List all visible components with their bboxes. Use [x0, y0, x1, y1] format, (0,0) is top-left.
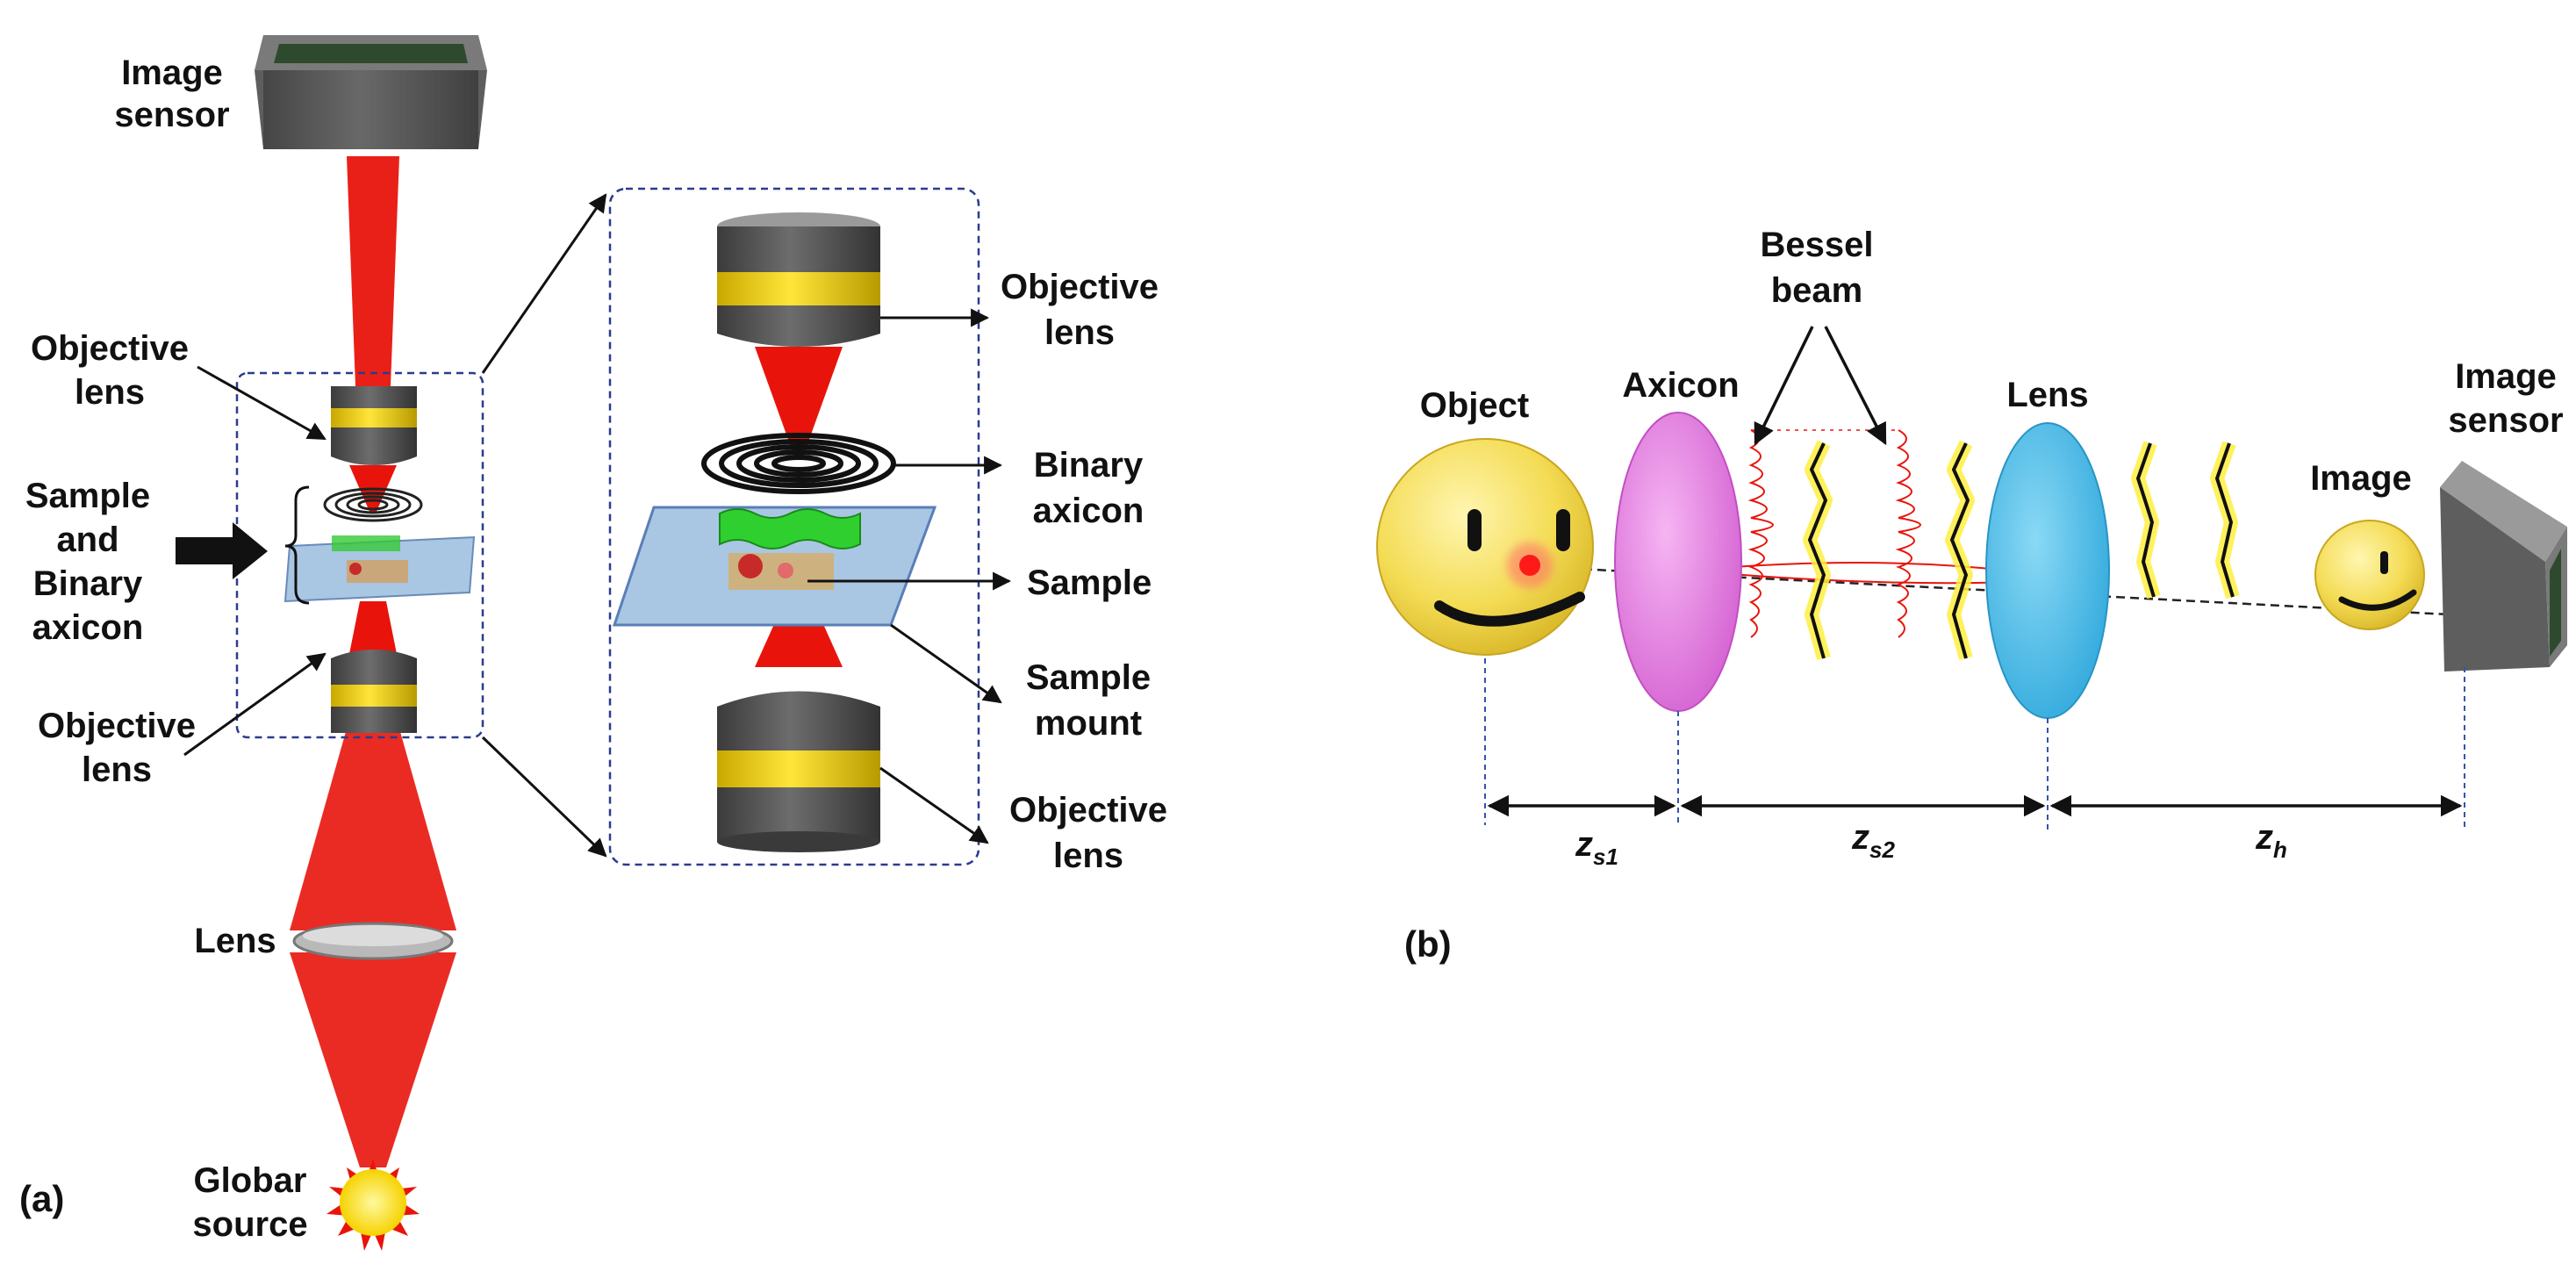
label-bessel-l2: beam: [1771, 271, 1863, 310]
label-zoom-objective-bottom-l1: Objective: [1009, 791, 1167, 830]
lens-a: [292, 922, 454, 960]
binary-axicon-a: [323, 487, 423, 522]
axicon-element: [1614, 412, 1742, 712]
arrow-objective-bottom-a: [183, 652, 326, 757]
label-zh-sub: h: [2273, 837, 2287, 863]
label-objective-bottom-a-l1: Objective: [38, 707, 196, 745]
sample-slide-a: [283, 535, 476, 603]
label-sample-binary-l3: Binary: [33, 564, 143, 603]
label-sample-binary-l4: axicon: [32, 608, 144, 647]
objective-lens-a-bottom: [331, 650, 417, 733]
arrow-zoom-sample-mount: [890, 623, 1002, 704]
lens-element-b: [1985, 422, 2110, 719]
label-image: Image: [2310, 459, 2412, 498]
arrow-zoom-objective-bottom: [879, 766, 989, 844]
objective-lens-a-top: [331, 386, 417, 465]
label-globar-l2: source: [192, 1205, 307, 1244]
beam-path-a: [290, 156, 456, 1167]
bessel-profiles: [1747, 429, 1921, 638]
label-zoom-binary-axicon-l1: Binary: [1034, 446, 1144, 485]
label-zoom-objective-top-l1: Objective: [1001, 268, 1159, 306]
label-object: Object: [1420, 386, 1529, 425]
label-zoom-sample-mount-l1: Sample: [1026, 658, 1151, 697]
image-smiley: [2314, 520, 2425, 630]
sample-brace: [284, 485, 310, 605]
object-smiley: [1376, 438, 1594, 656]
globar-source-icon: [326, 1159, 420, 1251]
label-bessel-l1: Bessel: [1761, 226, 1874, 264]
panel-b-tag: (b): [1404, 923, 1452, 965]
svg-text:zs2: zs2: [1851, 818, 1895, 863]
zoom-connector-top: [481, 193, 607, 374]
label-objective-bottom-a-l2: lens: [82, 750, 152, 789]
panel-a-tag: (a): [19, 1178, 64, 1219]
label-sample-binary-l2: and: [56, 521, 118, 559]
label-image-sensor-a-l1: Image: [121, 54, 223, 92]
label-zs1-main: z: [1575, 825, 1593, 864]
label-objective-top-a-l2: lens: [75, 373, 145, 412]
label-image-sensor-b-l1: Image: [2455, 357, 2557, 396]
image-sensor-a: [255, 35, 487, 149]
label-zoom-objective-bottom-l2: lens: [1053, 837, 1123, 875]
zoom-connector-bottom: [481, 736, 607, 858]
label-zh-main: z: [2255, 818, 2273, 857]
svg-text:zs1: zs1: [1575, 825, 1618, 870]
image-sensor-b: [2440, 461, 2567, 672]
label-zs2-sub: s2: [1869, 837, 1895, 863]
label-zs2-main: z: [1851, 818, 1869, 857]
wavefronts: [1803, 440, 2240, 661]
label-zs1-sub: s1: [1593, 844, 1618, 870]
arrow-bessel-left: [1754, 326, 1814, 446]
panel-b: Bessel beam Object Axicon Lens Image Imag…: [1376, 226, 2567, 965]
label-lens-b: Lens: [2006, 376, 2088, 414]
label-lens-a: Lens: [194, 922, 276, 960]
zoom-panel: [608, 187, 980, 866]
label-objective-top-a-l1: Objective: [31, 329, 189, 368]
label-sample-binary-l1: Sample: [25, 477, 150, 515]
label-zoom-objective-top-l2: lens: [1044, 313, 1115, 352]
label-zoom-sample: Sample: [1027, 564, 1152, 602]
label-zoom-sample-mount-l2: mount: [1035, 704, 1142, 743]
svg-text:zh: zh: [2255, 818, 2287, 863]
sample-block-arrow: [176, 522, 268, 579]
label-image-sensor-a-l2: sensor: [114, 96, 229, 134]
label-globar-l1: Globar: [194, 1161, 307, 1200]
arrow-bessel-right: [1824, 326, 1887, 446]
label-axicon: Axicon: [1622, 366, 1739, 405]
label-image-sensor-b-l2: sensor: [2448, 401, 2563, 440]
label-zoom-binary-axicon-l2: axicon: [1033, 492, 1144, 530]
arrow-objective-top-a: [197, 365, 326, 441]
